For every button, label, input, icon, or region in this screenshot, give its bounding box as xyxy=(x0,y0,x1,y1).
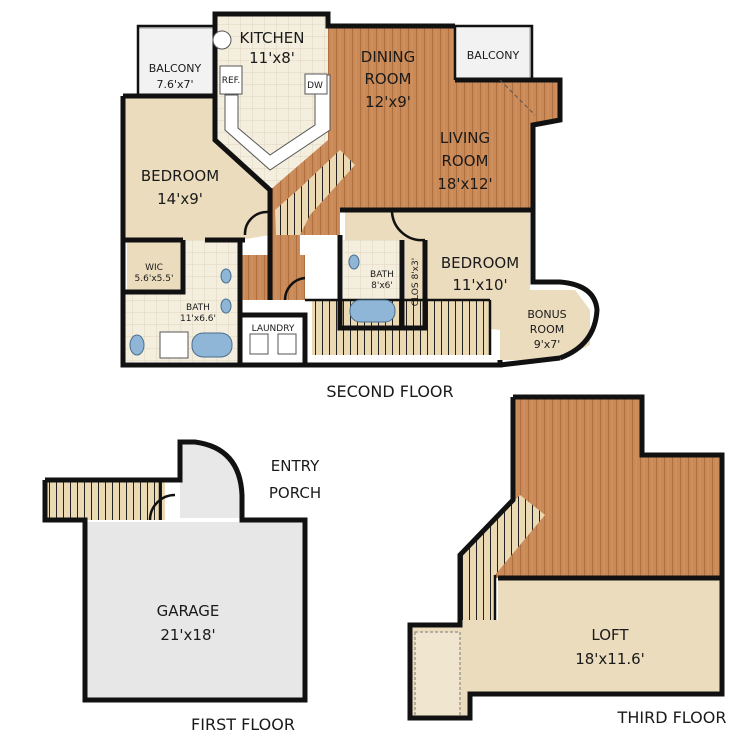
loft-closet-floor xyxy=(414,631,461,717)
bonus-name-line2: ROOM xyxy=(530,323,564,336)
garage-floor xyxy=(85,522,305,700)
refrigerator xyxy=(219,65,243,95)
bath-left-sink-1 xyxy=(220,268,232,284)
living-name-line2: ROOM xyxy=(442,152,489,170)
door-swing-laundry xyxy=(283,276,306,301)
water-heater xyxy=(212,30,232,50)
bedroom-left-dim: 14'x9' xyxy=(157,190,203,208)
bath-right-dim: 8'x6' xyxy=(371,281,393,291)
living-dim: 18'x12' xyxy=(437,175,492,193)
dining-name-line1: DINING xyxy=(361,48,415,66)
second-floor-caption: SECOND FLOOR xyxy=(326,382,453,401)
dining-name-line2: ROOM xyxy=(365,70,412,88)
third-floor-walls xyxy=(407,394,725,721)
first-floor-plan: ENTRY PORCH GARAGE 21'x18' FIRST FLOOR xyxy=(42,439,321,734)
loft-dim: 18'x11.6' xyxy=(575,650,645,668)
ref-label: REF. xyxy=(222,76,241,86)
bath-left-tub xyxy=(191,332,233,358)
door-swing-bedroom xyxy=(243,210,269,236)
bath-left-shower xyxy=(159,331,189,359)
third-floor-plan: LOFT 18'x11.6' THIRD FLOOR xyxy=(407,394,727,727)
wic-dim: 5.6'x5.5' xyxy=(135,274,174,284)
first-floor-door-swing xyxy=(148,493,176,521)
laundry-name: LAUNDRY xyxy=(252,324,295,334)
balcony-left-rail xyxy=(136,24,215,96)
third-floor-wood xyxy=(495,397,722,578)
third-floor-caption: THIRD FLOOR xyxy=(617,708,727,727)
second-floor-stairs-curve xyxy=(275,150,355,235)
bedroom-left-floor xyxy=(123,98,270,240)
balcony-right-name: BALCONY xyxy=(467,49,520,62)
door-swing-bath-right xyxy=(390,211,426,242)
second-floor-bottom-wall xyxy=(499,355,561,368)
bath-right-wall xyxy=(337,235,428,331)
first-floor-caption: FIRST FLOOR xyxy=(191,715,295,734)
bath-left-dim: 11'x6.6' xyxy=(180,314,216,324)
garage-dim: 21'x18' xyxy=(160,626,215,644)
balcony-left-floor xyxy=(137,27,219,97)
bedroom-right-dim: 11'x10' xyxy=(452,276,507,294)
loft-name: LOFT xyxy=(591,626,629,644)
garage-name: GARAGE xyxy=(157,602,220,620)
bedroom-left-name: BEDROOM xyxy=(141,167,219,185)
living-dining-floor xyxy=(270,26,560,300)
bonus-dim: 9'x7' xyxy=(534,338,561,351)
entry-name-line1: ENTRY xyxy=(271,457,320,475)
kitchen-dim: 11'x8' xyxy=(249,49,295,67)
kitchen-name: KITCHEN xyxy=(240,29,305,47)
bedroom-right-floor xyxy=(345,212,590,360)
bonus-name-line1: BONUS xyxy=(527,308,566,321)
bath-right-name: BATH xyxy=(370,270,394,280)
wic-floor xyxy=(127,242,183,290)
entry-name-line2: PORCH xyxy=(269,484,321,502)
third-floor-stairs xyxy=(460,495,545,620)
bath-left-sink-2 xyxy=(220,298,232,314)
stair-rail xyxy=(305,298,492,355)
kitchen-divider-wall xyxy=(212,96,273,300)
wic-wall xyxy=(125,240,186,295)
bath-left-toilet xyxy=(129,334,145,356)
bath-left-name: BATH xyxy=(186,303,210,313)
dryer xyxy=(277,333,297,355)
closet-label: CLOS 8'x3' xyxy=(411,258,421,306)
second-floor-plan: BALCONY 7.6'x7' REF. KITCHEN 11'x8' DW D… xyxy=(120,11,600,401)
entry-porch-floor xyxy=(180,442,242,518)
bath-left-vanity-floor xyxy=(185,240,240,295)
bath-right-tub xyxy=(349,299,396,323)
balcony-right-rail xyxy=(453,24,534,80)
bedroom-right-name: BEDROOM xyxy=(441,254,519,272)
wic-name: WIC xyxy=(145,263,163,273)
bath-right-sink xyxy=(348,254,360,270)
balcony-left-dim: 7.6'x7' xyxy=(156,78,193,91)
balcony-left-name: BALCONY xyxy=(149,62,202,75)
laundry-wall xyxy=(240,312,308,365)
dw-label: DW xyxy=(307,81,323,91)
loft-floor xyxy=(410,580,722,718)
dishwasher xyxy=(304,73,328,95)
dining-dim: 12'x9' xyxy=(365,93,411,111)
living-name-line1: LIVING xyxy=(440,129,490,147)
balcony-door-swing xyxy=(499,79,536,116)
first-floor-stairs xyxy=(45,480,165,520)
first-floor-walls xyxy=(42,439,308,703)
washer xyxy=(249,333,269,355)
